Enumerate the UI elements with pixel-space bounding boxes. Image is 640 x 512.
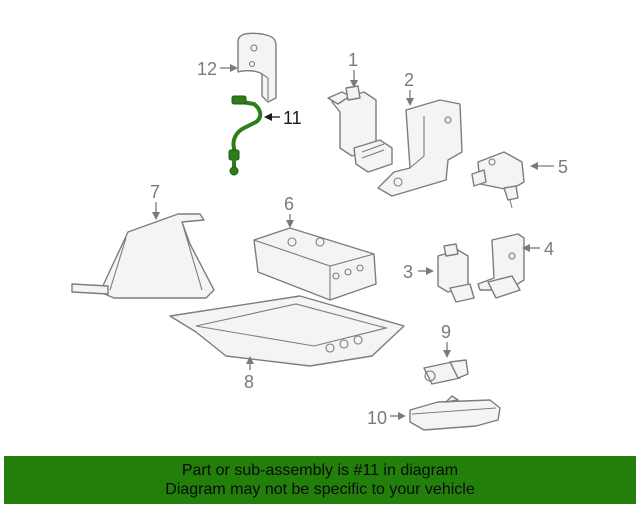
svg-text:12: 12 bbox=[197, 59, 217, 79]
callout-3: 3 bbox=[403, 262, 434, 282]
svg-text:8: 8 bbox=[244, 372, 254, 392]
part-11-sensor[interactable] bbox=[228, 95, 263, 176]
callout-5: 5 bbox=[530, 157, 568, 177]
svg-text:2: 2 bbox=[404, 70, 414, 90]
callout-7: 7 bbox=[150, 182, 160, 220]
part-4-bracket[interactable] bbox=[477, 233, 525, 299]
callout-10: 10 bbox=[367, 408, 406, 428]
svg-text:10: 10 bbox=[367, 408, 387, 428]
part-9-fitting[interactable] bbox=[423, 359, 469, 385]
svg-text:1: 1 bbox=[348, 50, 358, 70]
part-8-tray[interactable] bbox=[169, 295, 405, 367]
banner-line-1: Part or sub-assembly is #11 in diagram bbox=[181, 462, 459, 479]
callout-9: 9 bbox=[441, 322, 451, 358]
part-1-solenoid[interactable] bbox=[327, 85, 393, 173]
svg-text:6: 6 bbox=[284, 194, 294, 214]
callout-11: 11 bbox=[264, 108, 302, 128]
parts-diagram: 12 11 1 2 bbox=[71, 32, 568, 431]
callout-8: 8 bbox=[244, 356, 254, 392]
part-10-pad[interactable] bbox=[409, 395, 501, 431]
part-2-bracket[interactable] bbox=[377, 99, 463, 197]
part-3-valve[interactable] bbox=[437, 243, 475, 303]
svg-text:11: 11 bbox=[283, 108, 302, 128]
part-5-sensor[interactable] bbox=[471, 151, 525, 209]
part-12-bracket[interactable] bbox=[237, 32, 277, 103]
svg-text:9: 9 bbox=[441, 322, 451, 342]
svg-text:3: 3 bbox=[403, 262, 413, 282]
banner-line-2: Diagram may not be specific to your vehi… bbox=[165, 481, 475, 498]
svg-text:5: 5 bbox=[558, 157, 568, 177]
part-7-shield[interactable] bbox=[71, 213, 215, 299]
callout-6: 6 bbox=[284, 194, 294, 228]
svg-text:4: 4 bbox=[544, 239, 554, 259]
info-banner: Part or sub-assembly is #11 in diagram D… bbox=[4, 456, 636, 504]
callout-12: 12 bbox=[197, 59, 238, 79]
callout-2: 2 bbox=[404, 70, 414, 106]
svg-text:7: 7 bbox=[150, 182, 160, 202]
callout-4: 4 bbox=[522, 239, 554, 259]
part-6-canister[interactable] bbox=[253, 227, 377, 301]
callout-1: 1 bbox=[348, 50, 358, 88]
